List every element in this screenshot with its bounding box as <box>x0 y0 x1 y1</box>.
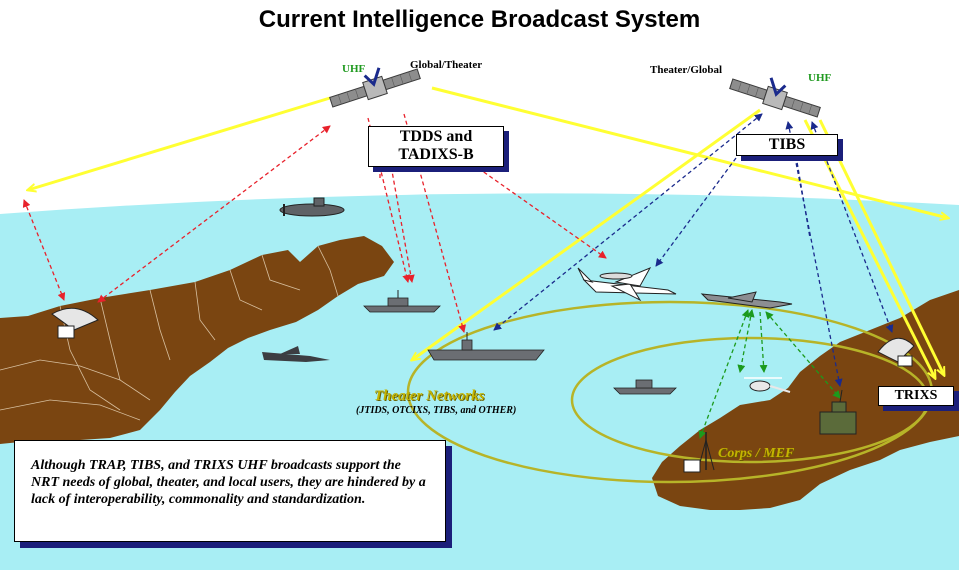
antenna-tower-icon <box>683 432 715 473</box>
summary-note: Although TRAP, TIBS, and TRIXS UHF broad… <box>14 440 446 542</box>
ground-vehicle-icon <box>819 389 857 435</box>
right-satellite-label: Theater/Global <box>650 64 723 76</box>
landmass-southeast <box>652 290 959 510</box>
frigate-ship-icon <box>613 379 677 395</box>
page-title: Current Intelligence Broadcast System <box>258 6 701 33</box>
satellite-global-theater-icon <box>329 67 421 108</box>
helicopter-icon <box>744 377 791 393</box>
satellite-theater-global-icon <box>729 77 821 118</box>
tdds-tadixs-box: TDDS and TADIXS-B <box>368 126 504 167</box>
theater-networks-label: Theater Networks <box>374 388 485 404</box>
trixs-box: TRIXS <box>878 386 954 406</box>
left-satellite-label: Global/Theater <box>410 59 483 71</box>
right-satellite-band: UHF <box>808 72 832 84</box>
destroyer-ship-icon <box>363 290 441 313</box>
awacs-aircraft-icon <box>577 266 677 302</box>
strike-aircraft-icon <box>700 291 793 309</box>
corps-links <box>698 309 841 439</box>
corps-mef-label: Corps / MEF <box>718 446 795 461</box>
tibs-box: TIBS <box>736 134 838 156</box>
aircraft-carrier-icon <box>427 332 545 361</box>
left-satellite-band: UHF <box>342 63 366 75</box>
theater-networks-sublabel: (JTIDS, OTCIXS, TIBS, and OTHER) <box>356 405 517 416</box>
satellite-dish-left-icon <box>51 307 99 339</box>
submarine-icon <box>279 197 345 217</box>
satellite-dish-right-icon <box>877 337 915 367</box>
fighter-jet-icon <box>262 346 330 362</box>
